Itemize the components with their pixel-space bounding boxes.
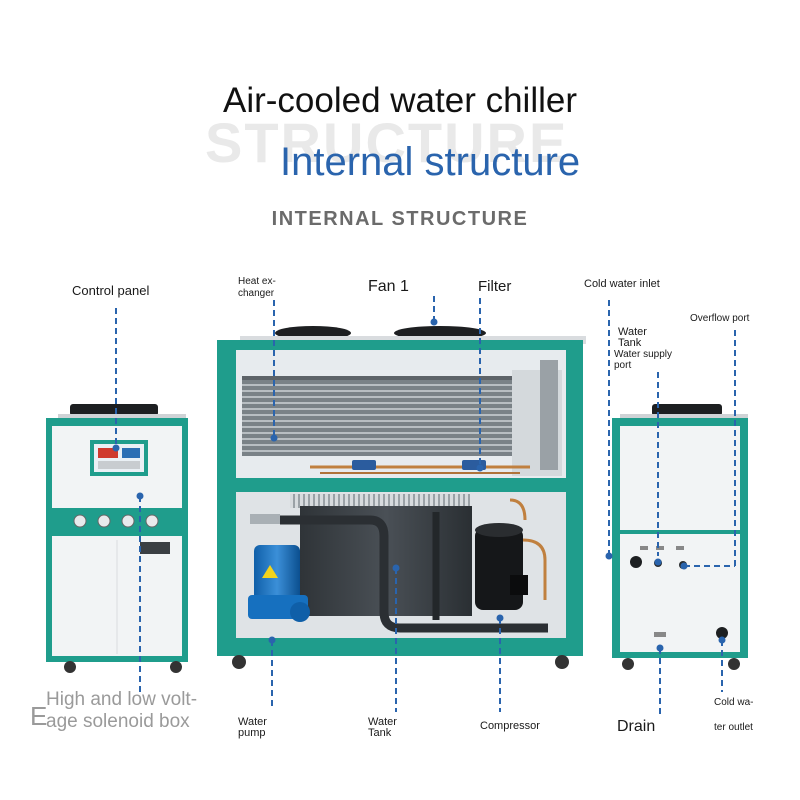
label-compressor: Compressor [480, 720, 540, 732]
label-fan-1: Fan 1 [368, 278, 409, 295]
label-water-supply-port-line2: port [614, 360, 632, 371]
label-cold-water-outlet-line1: Cold wa- [714, 697, 754, 708]
watermark-text: STRUCTURE [205, 111, 569, 174]
label-cold-water-outlet-line2: ter outlet [714, 722, 753, 733]
label-solenoid-prefix: E [30, 701, 48, 731]
label-drain: Drain [617, 718, 656, 735]
label-control-panel: Control panel [72, 283, 150, 298]
page-subtitle-upper: INTERNAL STRUCTURE [271, 208, 529, 230]
page-title: Air-cooled water chiller [222, 81, 578, 120]
center-unit [217, 326, 586, 669]
left-unit [46, 404, 188, 673]
label-water-pump-line1: Water [238, 716, 267, 728]
right-unit [612, 404, 748, 670]
leader-lines [115, 296, 736, 714]
label-overflow-port: Overflow port [690, 313, 750, 324]
label-solenoid-box-line1: High and low volt- [46, 689, 198, 710]
label-water-pump-line2: pump [238, 727, 266, 739]
leader-dots [112, 318, 726, 652]
label-solenoid-box-line2: age solenoid box [46, 711, 190, 732]
label-water-tank-top-line2: Tank [618, 337, 642, 349]
label-water-tank-top-line1: Water [618, 326, 647, 338]
label-filter: Filter [478, 278, 512, 295]
label-water-supply-port-line1: Water supply [614, 349, 672, 360]
label-water-tank-bottom-line2: Tank [368, 727, 392, 739]
page-subtitle: Internal structure [280, 140, 581, 184]
label-water-tank-bottom-line1: Water [368, 716, 397, 728]
label-heat-exchanger-line1: Heat ex- [238, 276, 276, 287]
label-heat-exchanger-line2: changer [238, 288, 275, 299]
label-cold-water-inlet: Cold water inlet [584, 278, 660, 290]
